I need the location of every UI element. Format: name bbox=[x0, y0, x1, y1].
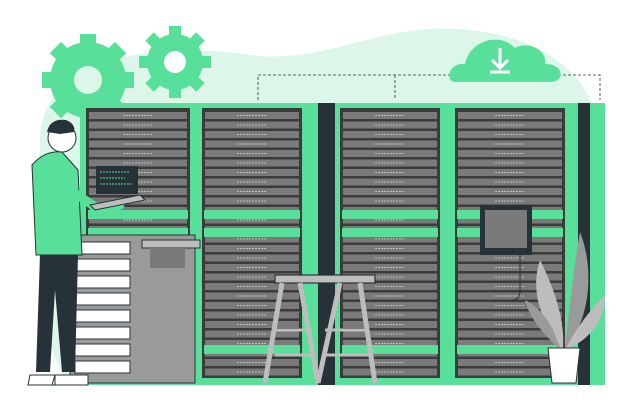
rack-divider bbox=[204, 210, 300, 219]
cloud-download-icon bbox=[449, 39, 561, 82]
gear-tooth bbox=[186, 73, 205, 92]
drawer bbox=[74, 275, 131, 289]
gear-tooth bbox=[49, 41, 72, 64]
rack-divider bbox=[457, 345, 563, 354]
drawer bbox=[74, 343, 131, 357]
rack-divider bbox=[342, 345, 438, 354]
gear-tooth bbox=[42, 72, 56, 88]
server-rack bbox=[202, 108, 302, 378]
server-rack bbox=[340, 108, 440, 378]
gear-tooth bbox=[104, 41, 127, 64]
rack-divider bbox=[204, 228, 300, 237]
drawer bbox=[74, 326, 131, 340]
gear-tooth bbox=[120, 72, 134, 88]
gear-tooth bbox=[49, 96, 72, 119]
gear-tooth bbox=[197, 56, 211, 68]
gear-tooth bbox=[169, 26, 181, 40]
rack-divider bbox=[88, 210, 188, 219]
drawer bbox=[74, 292, 131, 306]
rack-divider bbox=[204, 345, 300, 354]
drawer bbox=[74, 258, 131, 272]
gear-tooth bbox=[169, 84, 181, 98]
drawer bbox=[74, 241, 131, 255]
plant bbox=[525, 232, 605, 384]
gear-tooth bbox=[186, 32, 205, 51]
rack-divider bbox=[88, 228, 188, 237]
gear-tooth bbox=[80, 34, 96, 48]
gear-tooth bbox=[145, 73, 164, 92]
gear-icon bbox=[42, 34, 134, 126]
cabinet bbox=[69, 234, 201, 384]
drawer bbox=[74, 309, 131, 323]
gear-icon bbox=[139, 26, 211, 98]
laptop bbox=[88, 166, 147, 211]
network-lines bbox=[257, 74, 601, 100]
drawer bbox=[74, 360, 131, 374]
ladder bbox=[262, 274, 378, 384]
monitor bbox=[480, 205, 532, 301]
gear-tooth bbox=[145, 32, 164, 51]
rack-divider bbox=[342, 228, 438, 237]
gear-tooth bbox=[139, 56, 153, 68]
rack-divider bbox=[342, 210, 438, 219]
person bbox=[27, 119, 147, 386]
